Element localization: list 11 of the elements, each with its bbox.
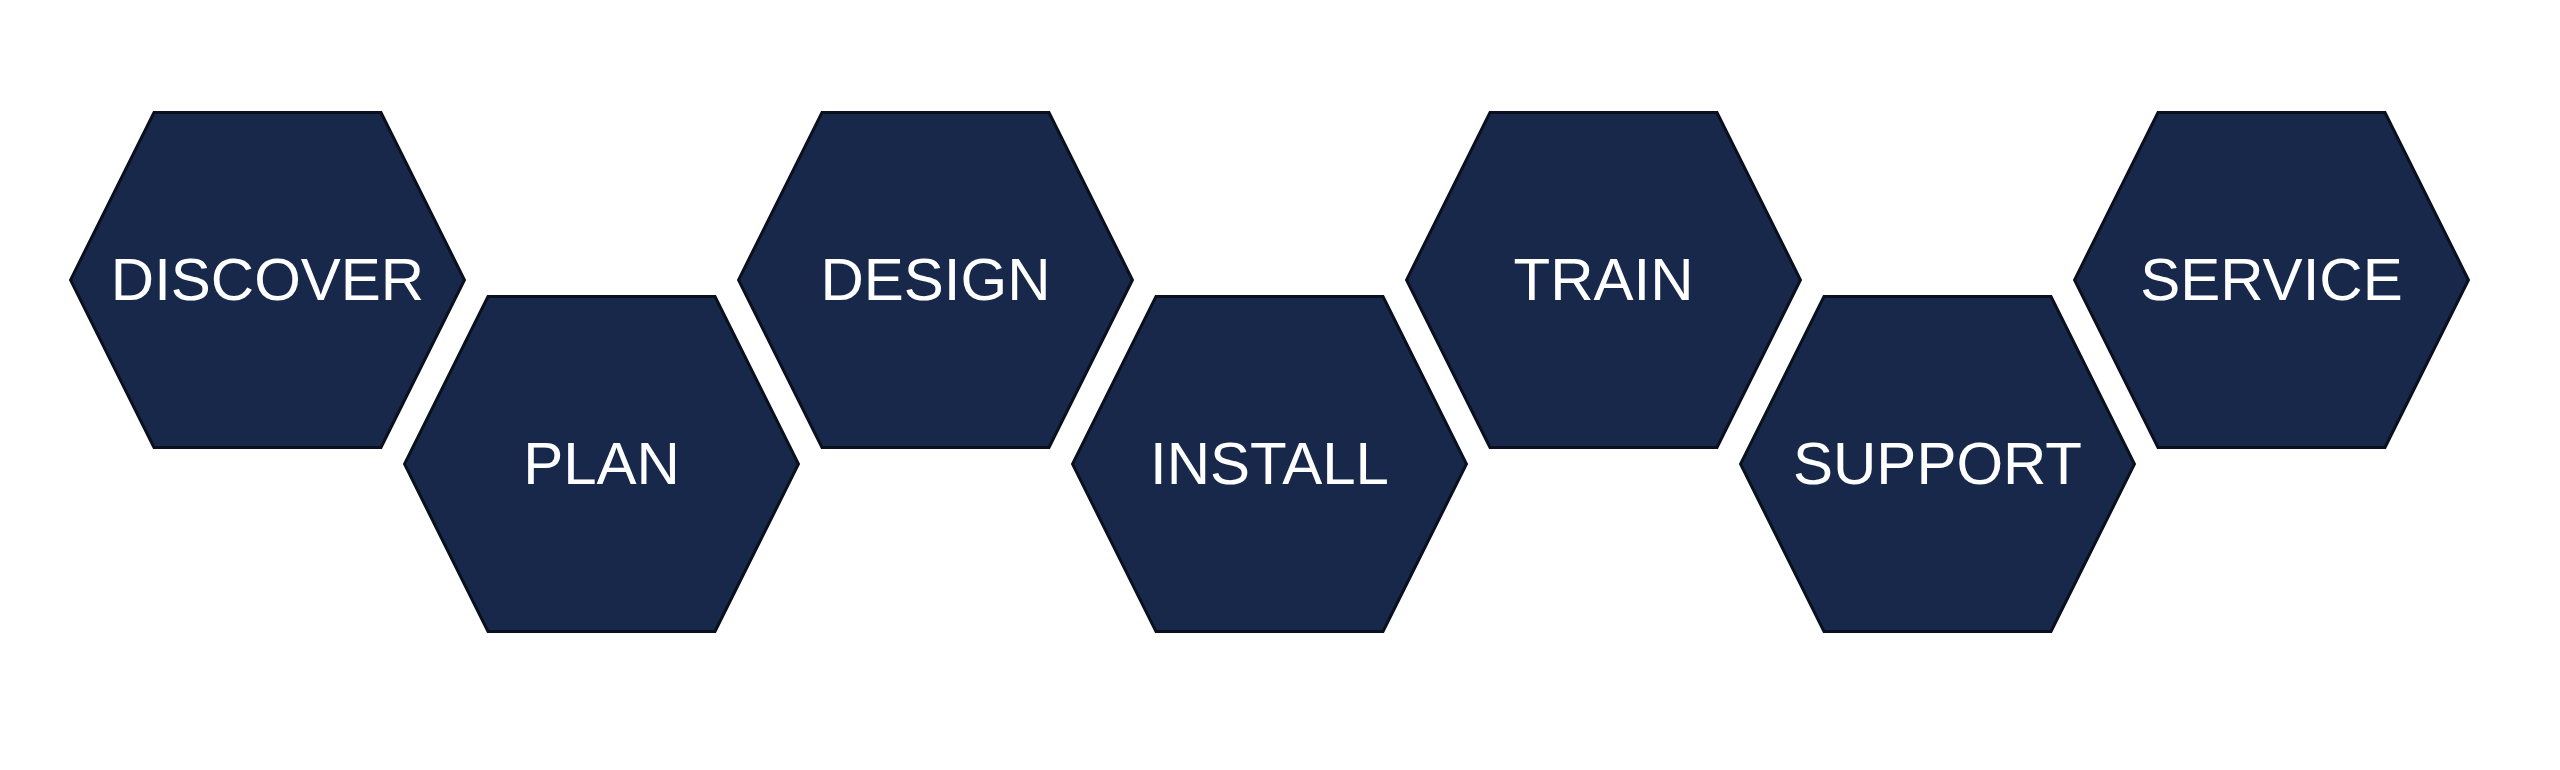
process-hexagon: [737, 111, 1134, 449]
step-label: SUPPORT: [1793, 434, 2082, 494]
step-label: TRAIN: [1513, 250, 1694, 310]
step-label: PLAN: [523, 434, 680, 494]
process-hexagon: [1071, 295, 1468, 633]
process-hexagon: [1739, 295, 2136, 633]
step-label: SERVICE: [2140, 250, 2403, 310]
process-hexagon: [69, 111, 466, 449]
step-label: INSTALL: [1150, 434, 1389, 494]
step-label: DESIGN: [820, 250, 1051, 310]
step-label: DISCOVER: [110, 250, 425, 310]
